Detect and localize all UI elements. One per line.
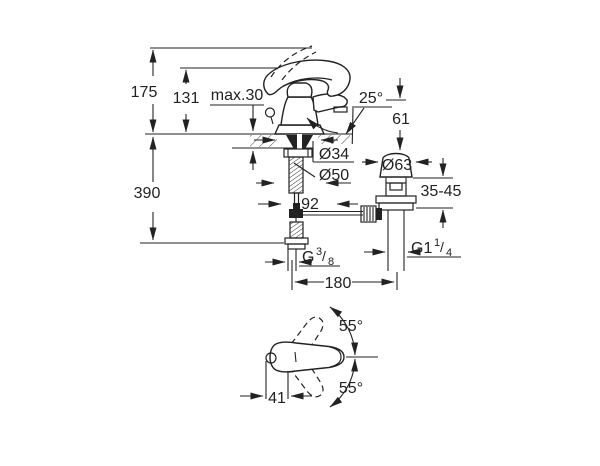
dim-swivel-lower: 55°: [329, 358, 363, 408]
pop-up-linkage-rod: [303, 210, 363, 216]
dim-label-waste-cap-diameter: Ø63: [382, 157, 412, 174]
pop-up-knob-plan: [265, 352, 277, 364]
under-deck-assembly: [283, 134, 313, 271]
supply-thread-sup: 3: [316, 246, 322, 258]
dim-label-spout-height: 131: [173, 90, 200, 107]
dim-label-total-height: 175: [131, 84, 158, 101]
faucet-body: [263, 45, 351, 135]
waste-flange-upper: [375, 195, 417, 204]
dim-label-hole-diameter: Ø34: [319, 146, 349, 163]
waste-thread-sub: 4: [446, 247, 452, 259]
dim-label-rod-length: 92: [301, 196, 319, 213]
rod-connector: [293, 203, 300, 209]
threaded-shank: [288, 156, 304, 194]
pop-up-knob: [264, 107, 276, 118]
dim-g38: G 3 / 8: [265, 246, 340, 268]
dim-61: 61: [386, 78, 410, 151]
waste-thread-sup: 1: [434, 237, 440, 249]
dim-label-hose-length: 390: [134, 185, 161, 202]
dim-label-base-diameter: Ø50: [319, 167, 349, 184]
dim-dia34: Ø34: [254, 136, 355, 163]
dim-180: 180: [291, 260, 398, 292]
dim-92: 92: [258, 196, 358, 213]
waste-body-inner: [389, 182, 403, 191]
dim-35-45: 35-45: [413, 158, 464, 228]
dim-390: 390: [134, 136, 161, 241]
waste-flange-lower: [378, 202, 414, 211]
faucet-column: [280, 96, 319, 126]
dim-41: 41: [240, 361, 312, 407]
dim-label-swivel-upper: 55°: [339, 318, 363, 335]
supply-thread-slash: /: [322, 248, 326, 264]
dim-label-outlet-height: 61: [392, 111, 410, 128]
dim-max30: max.30: [210, 87, 264, 170]
knurl-collar: [376, 208, 382, 220]
dim-swivel-upper: 55°: [329, 306, 363, 356]
waste-valve: [360, 152, 417, 271]
rod-tee-fitting: [289, 209, 303, 218]
supply-thread-sub: 8: [328, 256, 334, 268]
deck-hatch-left: [250, 135, 277, 147]
hose-nut: [284, 237, 309, 245]
rod-knurl-connector: [360, 205, 377, 223]
dim-25deg: 25°: [306, 90, 392, 157]
side-view: 175 131 max.30 390 25°: [131, 45, 464, 292]
dim-175: 175: [131, 49, 158, 133]
dim-label-waste-deck-range: 35-45: [421, 183, 462, 200]
lever-raised-dashed: [270, 45, 313, 78]
dim-dia63: Ø63: [362, 157, 432, 174]
dim-label-swivel-lower: 55°: [339, 380, 363, 397]
dim-dia50: Ø50: [256, 162, 353, 187]
aerator: [333, 106, 348, 113]
lever-detail-line: [282, 77, 333, 87]
cartridge-dome: [286, 82, 313, 98]
handle-swivel-down-dashed: [290, 359, 324, 398]
handle-swivel-up-dashed: [290, 316, 324, 355]
pop-up-knob-stem: [270, 116, 274, 125]
dim-label-waste-offset: 180: [325, 275, 352, 292]
lower-thread: [289, 221, 304, 239]
dim-label-spout-angle: 25°: [359, 90, 383, 107]
handle-plan-detail: [294, 351, 297, 363]
dim-label-deck-max: max.30: [211, 87, 264, 104]
dim-g114: G1 1 / 4: [364, 237, 461, 259]
dim-131: 131: [173, 69, 200, 133]
seal-gap: [297, 134, 302, 149]
waste-thread-main: G1: [411, 240, 432, 257]
supply-thread-main: G: [302, 249, 314, 266]
waste-thread-slash: /: [440, 239, 444, 255]
plan-view: 55° 55° 41: [240, 306, 378, 408]
waste-cap: [379, 152, 413, 178]
dim-label-knob-offset: 41: [268, 390, 286, 407]
handle-plan-outline: [269, 341, 345, 373]
lever-raised-dashed-2: [281, 51, 317, 81]
